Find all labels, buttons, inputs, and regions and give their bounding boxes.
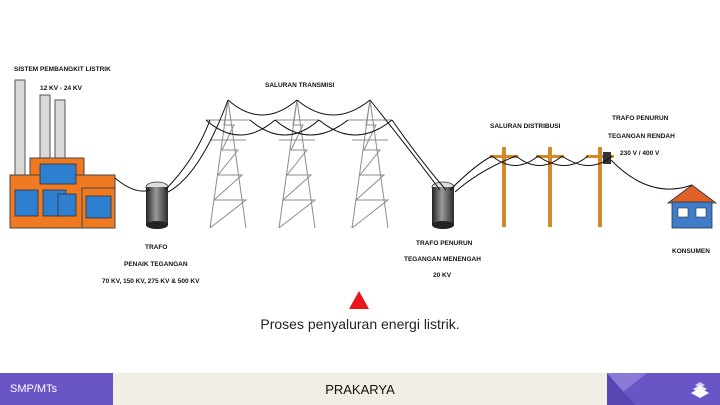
label-stepup-1: TRAFO [145, 244, 167, 251]
label-stepdown-mid-1: TRAFO PENURUN [416, 240, 473, 247]
label-stepdown-mid-2: TEGANGAN MENENGAH [404, 256, 481, 263]
power-plant-icon [9, 79, 116, 229]
power-lines [114, 99, 693, 193]
label-stepup-2: PENAIK TEGANGAN [124, 261, 188, 268]
footer-school-level: SMP/MTs [0, 373, 113, 405]
publisher-logo-icon [691, 382, 709, 398]
power-distribution-diagram: SISTEM PEMBANGKIT LISTRIK 12 KV - 24 KV … [9, 66, 718, 285]
footer-bar: SMP/MTs PRAKARYA [0, 373, 720, 405]
transmission-tower-icon [206, 99, 250, 229]
figure-caption: Proses penyaluran energi listrik. [260, 316, 460, 332]
transmission-tower-icon [348, 99, 392, 229]
label-distribution: SALURAN DISTRIBUSI [490, 123, 561, 130]
label-generator-title: SISTEM PEMBANGKIT LISTRIK [14, 66, 111, 73]
step-down-medium-transformer-icon [431, 181, 455, 229]
footer-brand-panel [607, 373, 720, 405]
footer-decoration [607, 373, 635, 405]
distribution-pole-icon [490, 147, 518, 227]
label-stepdown-mid-3: 20 KV [433, 272, 452, 279]
label-stepdown-low-2: TEGANGAN RENDAH [608, 133, 675, 140]
up-triangle-marker-icon [349, 291, 369, 309]
consumer-house-icon [666, 184, 718, 229]
label-consumer: KONSUMEN [672, 248, 710, 255]
label-stepdown-low-3: 230 V / 400 V [620, 150, 660, 157]
footer-subject-panel: PRAKARYA [113, 373, 607, 405]
label-stepdown-low-1: TRAFO PENURUN [612, 115, 669, 122]
distribution-pole-icon [586, 147, 614, 227]
footer-subject-title: PRAKARYA [325, 382, 395, 397]
transmission-tower-icon [275, 99, 319, 229]
label-generator-voltage: 12 KV - 24 KV [40, 85, 83, 92]
step-up-transformer-icon [145, 181, 169, 229]
distribution-pole-icon [536, 147, 564, 227]
label-transmission: SALURAN TRANSMISI [265, 82, 335, 89]
label-stepup-3: 70 KV, 150 KV, 275 KV & 500 KV [102, 278, 200, 285]
